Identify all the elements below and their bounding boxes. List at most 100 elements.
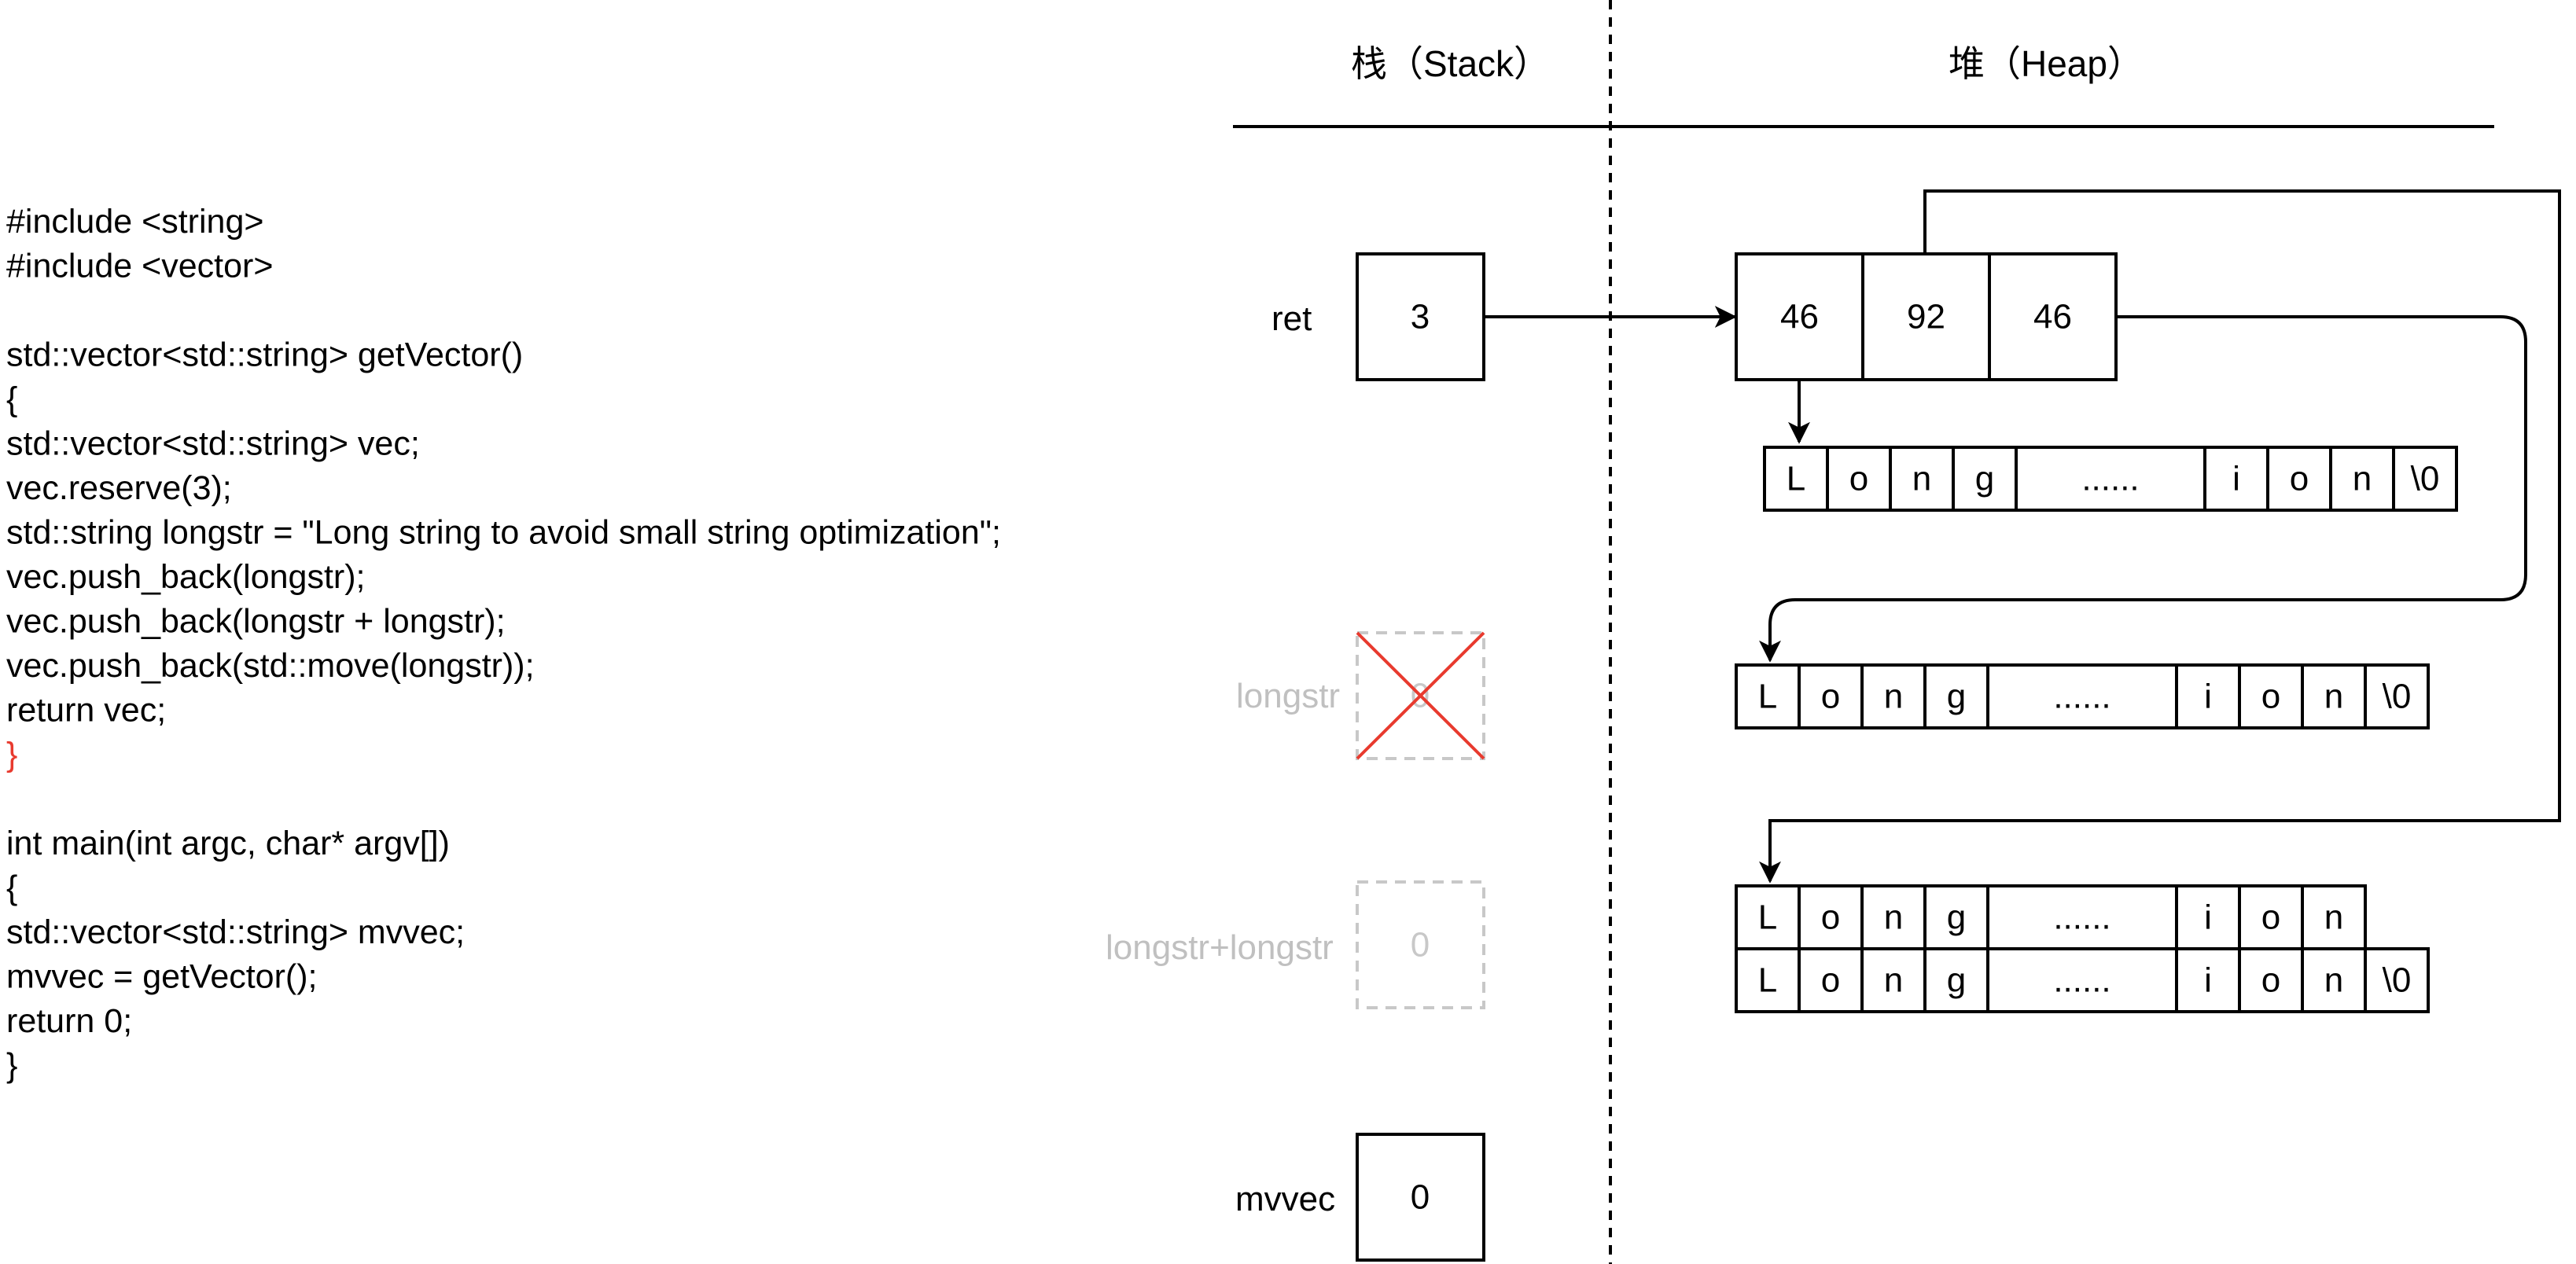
vector-elem1-arrow: [1759, 189, 2561, 884]
mvvec-label: mvvec: [1235, 1180, 1335, 1218]
char-cell: [2266, 446, 2332, 512]
char-cell: [1952, 446, 2018, 512]
heap-header: 堆（Heap）: [1949, 43, 2144, 84]
char-cell-text: i: [2204, 898, 2212, 937]
char-cell-text: o: [1849, 460, 1868, 498]
char-cell-text: i: [2204, 678, 2212, 716]
char-cell: [2015, 446, 2206, 512]
longstr-concat-label: longstr+longstr: [1106, 928, 1334, 967]
code-line: {: [6, 869, 17, 907]
char-cell: [1798, 947, 1864, 1013]
char-cell: [2392, 446, 2458, 512]
char-cell: [1986, 884, 2178, 950]
char-cell-text: L: [1758, 678, 1777, 716]
ret-value: 3: [1411, 298, 1430, 336]
code-line: int main(int argc, char* argv[]): [6, 825, 450, 862]
code-line: #include <string>: [6, 203, 264, 241]
stack-header: 栈（Stack）: [1351, 43, 1550, 84]
code-line: std::vector<std::string> mvvec;: [6, 913, 465, 951]
vector-cell: [1861, 252, 1991, 381]
char-cell-text: o: [2261, 678, 2280, 716]
mvvec-box: [1356, 1133, 1485, 1262]
code-line: mvvec = getVector();: [6, 958, 318, 996]
code-line: vec.push_back(std::move(longstr));: [6, 647, 535, 685]
code-line: }: [6, 736, 17, 773]
char-cell-text: L: [1787, 460, 1805, 498]
char-cell-text: g: [1947, 678, 1966, 716]
char-cell-text: o: [1821, 898, 1840, 937]
char-cell-text: g: [1947, 898, 1966, 937]
char-cell-text: g: [1975, 460, 1994, 498]
char-cell: [2364, 663, 2430, 729]
char-cell-text: i: [2204, 961, 2212, 1000]
mvvec-value: 0: [1411, 1178, 1430, 1217]
char-cell: [2175, 884, 2241, 950]
vector-cell: [1988, 252, 2118, 381]
char-cell-text: ......: [2053, 678, 2110, 716]
vector-cell: [1735, 252, 1864, 381]
code-line: }: [6, 1047, 17, 1085]
longstr-cross: [1356, 631, 1485, 760]
char-cell-text: n: [2324, 678, 2343, 716]
char-cell-text: ......: [2053, 898, 2110, 937]
char-cell-text: \0: [2411, 460, 2440, 498]
char-cell-text: \0: [2383, 961, 2412, 1000]
code-line: vec.reserve(3);: [6, 469, 232, 507]
char-cell: [1860, 884, 1926, 950]
code-line: vec.push_back(longstr + longstr);: [6, 603, 506, 641]
code-line: #include <vector>: [6, 248, 273, 285]
code-line: std::vector<std::string> getVector(): [6, 336, 523, 374]
longstr-concat-value: 0: [1411, 926, 1430, 965]
code-line: {: [6, 380, 17, 418]
char-cell-text: n: [1884, 961, 1903, 1000]
code-line: std::vector<std::string> vec;: [6, 425, 420, 463]
char-cell-text: o: [2261, 961, 2280, 1000]
char-cell-text: o: [1821, 961, 1840, 1000]
char-cell: [1826, 446, 1892, 512]
char-cell: [2238, 947, 2304, 1013]
char-cell-text: \0: [2383, 678, 2412, 716]
longstr-label: longstr: [1236, 677, 1340, 715]
char-cell-text: n: [2324, 898, 2343, 937]
char-cell-text: n: [1884, 898, 1903, 937]
heap-vector-buffer: 46 92 46: [1735, 252, 2118, 381]
char-cell: [1889, 446, 1955, 512]
char-cell: [2364, 947, 2430, 1013]
char-cell-text: n: [1912, 460, 1931, 498]
code-line: std::string longstr = "Long string to av…: [6, 514, 1001, 552]
char-cell-text: n: [1884, 678, 1903, 716]
char-cell: [2238, 663, 2304, 729]
char-cell-text: n: [2353, 460, 2372, 498]
char-cell: [2203, 446, 2269, 512]
char-cell-text: i: [2232, 460, 2240, 498]
char-cell-text: g: [1947, 961, 1966, 1000]
char-cell-text: o: [2261, 898, 2280, 937]
vector-cell-text: 46: [1780, 298, 1819, 336]
char-cell: [1798, 884, 1864, 950]
ret-label: ret: [1271, 299, 1312, 338]
source-code: #include <string>#include <vector>std::v…: [6, 203, 1001, 1085]
char-cell-text: ......: [2053, 961, 2110, 1000]
char-cell-text: L: [1758, 961, 1777, 1000]
char-cell-text: o: [2290, 460, 2309, 498]
char-cell: [1860, 947, 1926, 1013]
char-cell: [2301, 947, 2367, 1013]
char-cell: [1735, 663, 1801, 729]
code-line: return vec;: [6, 692, 166, 729]
char-cell: [1986, 947, 2178, 1013]
vector-cell-text: 46: [2033, 298, 2072, 336]
char-cell-text: L: [1758, 898, 1777, 937]
char-cell: [2301, 663, 2367, 729]
longstr-concat-box: [1356, 880, 1485, 1009]
vector-cell-text: 92: [1907, 298, 1945, 336]
char-cell: [1763, 446, 1829, 512]
code-line: return 0;: [6, 1002, 132, 1040]
code-line: vec.push_back(longstr);: [6, 558, 366, 596]
char-cell-text: n: [2324, 961, 2343, 1000]
char-cell-text: ......: [2081, 460, 2139, 498]
